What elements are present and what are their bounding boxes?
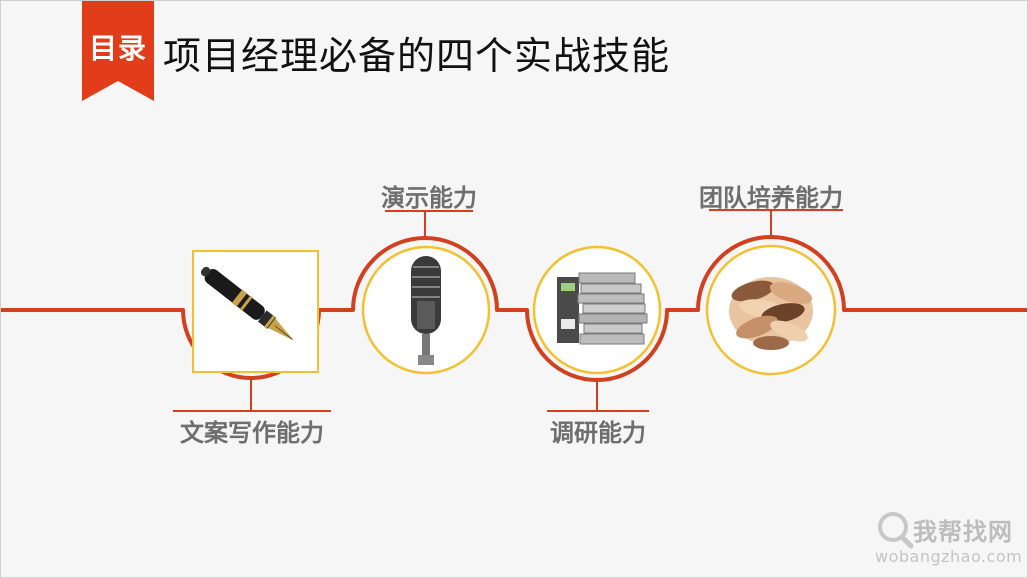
magnifier-icon	[878, 512, 914, 549]
skill-1-image	[192, 250, 319, 373]
skill-3-image	[532, 245, 662, 375]
skill-label-2: 演示能力	[381, 184, 477, 212]
bookmark-badge-icon	[82, 1, 154, 101]
watermark-cn: 我帮找网	[913, 518, 1013, 546]
team-hands-icon	[729, 277, 813, 350]
badge-label: 目录	[88, 32, 147, 65]
watermark-en: wobangzhao.com	[875, 547, 1023, 566]
timeline-line	[1, 235, 1027, 382]
skill-label-1: 文案写作能力	[180, 419, 324, 447]
slide-title: 项目经理必备的四个实战技能	[163, 34, 671, 78]
skill-label-4: 团队培养能力	[699, 184, 843, 212]
skill-label-3: 调研能力	[550, 419, 646, 447]
fountain-pen-icon	[200, 266, 294, 341]
skill-2-image	[361, 245, 491, 375]
microphone-icon	[411, 256, 441, 365]
skill-4-image	[705, 244, 837, 376]
document-binders-icon	[557, 272, 648, 345]
